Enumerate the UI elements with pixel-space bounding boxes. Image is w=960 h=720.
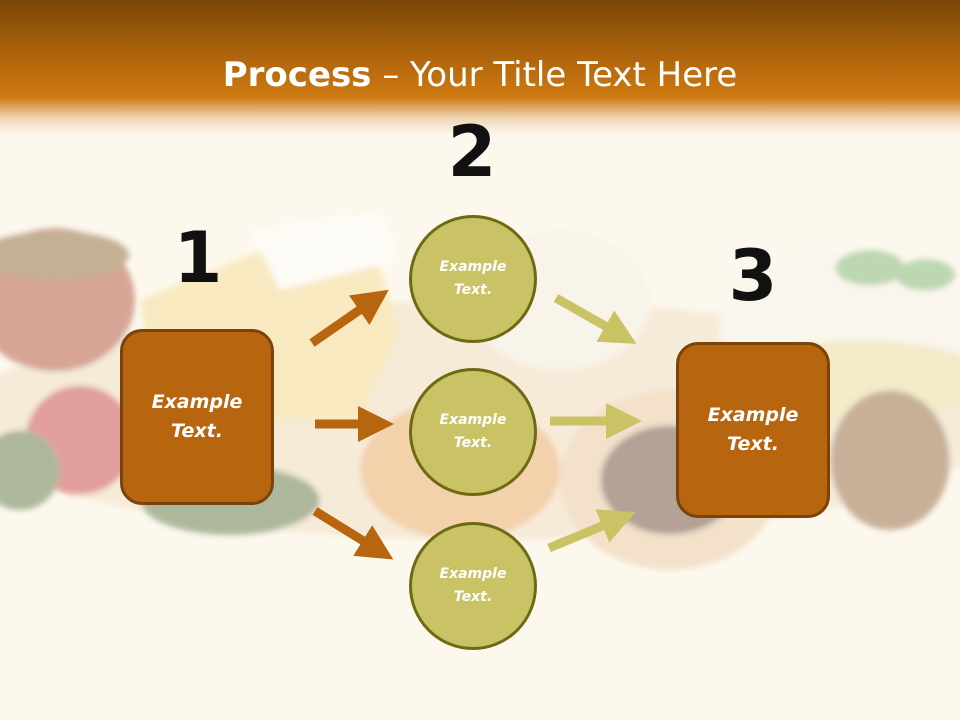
step-box-3-text: Example Text.: [707, 404, 799, 455]
step-number-2: 2: [447, 111, 497, 193]
slide-title: Process – Your Title Text Here: [0, 52, 960, 98]
title-bold: Process: [222, 55, 372, 95]
arrow-right-bottom: [547, 509, 636, 553]
circle-top-text: Example Text.: [439, 259, 507, 298]
step-box-3: Example Text.: [676, 342, 830, 518]
title-rest: – Your Title Text Here: [371, 55, 738, 95]
arrow-right-top: [553, 294, 637, 344]
step-number-1: 1: [173, 217, 223, 299]
circle-bottom: Example Text.: [409, 522, 537, 650]
title-band: [0, 0, 960, 135]
step-box-1: Example Text.: [120, 329, 274, 505]
circle-top: Example Text.: [409, 215, 537, 343]
step-box-1-text: Example Text.: [151, 391, 243, 442]
circle-middle-text: Example Text.: [439, 412, 507, 451]
arrow-left-bottom: [312, 507, 394, 560]
arrow-left-top: [309, 289, 389, 347]
step-number-3: 3: [728, 235, 778, 317]
circle-middle: Example Text.: [409, 368, 537, 496]
circle-bottom-text: Example Text.: [439, 566, 507, 605]
